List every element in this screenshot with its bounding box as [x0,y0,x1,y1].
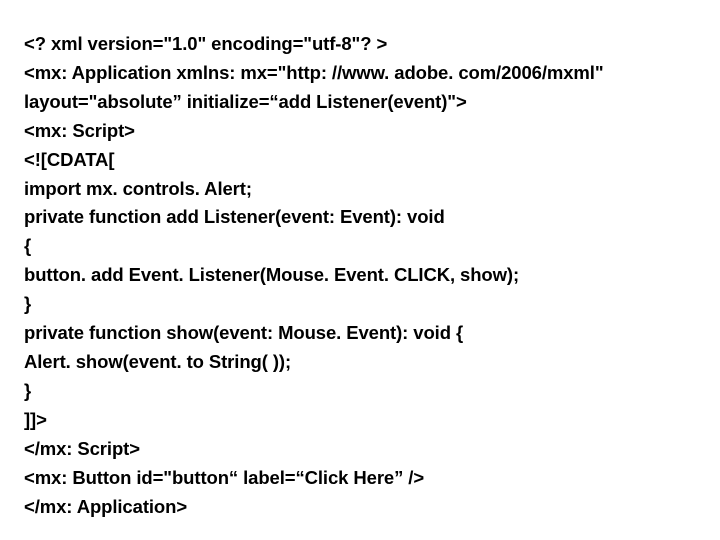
code-line: </mx: Script> [24,437,140,459]
code-line: { [24,235,32,257]
code-line: <mx: Application xmlns: mx="http: //www.… [24,61,604,83]
code-line: <? xml version="1.0" encoding="utf-8"? > [24,33,388,54]
code-line: } [24,293,32,315]
code-line: Alert. show(event. to String( )); [24,350,292,372]
code-line: } [24,379,32,401]
code-line: </mx: Application> [24,495,188,517]
code-line: <mx: Script> [24,119,135,141]
code-line: import mx. controls. Alert; [24,177,252,199]
code-block: <? xml version="1.0" encoding="utf-8"? >… [24,30,700,521]
code-line: button. add Event. Listener(Mouse. Event… [24,264,520,286]
code-line: private function add Listener(event: Eve… [24,206,445,228]
code-line: <![CDATA[ [24,148,115,170]
code-line: ]]> [24,408,47,430]
code-line: private function show(event: Mouse. Even… [24,322,464,344]
code-line: <mx: Button id="button“ label=“Click Her… [24,466,425,488]
code-line: layout="absolute” initialize=“add Listen… [24,90,467,112]
